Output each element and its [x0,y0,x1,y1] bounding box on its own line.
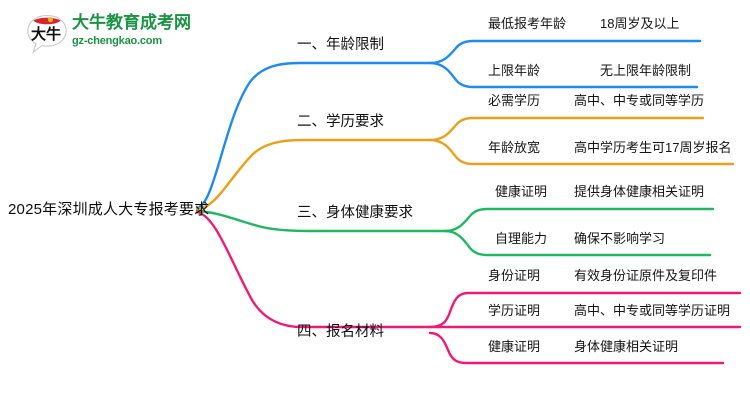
leaf-key-1-1[interactable]: 最低报考年龄 [488,16,567,31]
leaf-value-1-2: 无上限年龄限制 [600,63,692,78]
leaf-key-4-3[interactable]: 健康证明 [488,339,541,354]
svg-text:大牛: 大牛 [31,25,61,43]
leaf-key-2-1[interactable]: 必需学历 [488,93,541,108]
leaf-value-3-2: 确保不影响学习 [574,231,666,246]
branch-2-trunk [195,138,432,211]
leaf-value-4-1: 有效身份证原件及复印件 [574,268,718,283]
logo-name-cn: 大牛教育成考网 [72,13,191,32]
root-title: 2025年深圳成人大专报考要求 [8,201,210,218]
branch-label-3[interactable]: 三、身体健康要求 [297,205,413,221]
branch-1-trunk [195,61,432,210]
site-logo: 大牛 大牛教育成考网 gz-chengkao.com [26,12,191,56]
logo-mark-icon: 大牛 [27,14,67,54]
branch-label-1[interactable]: 一、年龄限制 [297,37,384,53]
leaf-key-3-1[interactable]: 健康证明 [495,184,548,199]
leaf-value-1-1: 18周岁及以上 [600,16,680,31]
leaf-key-4-1[interactable]: 身份证明 [488,268,541,283]
leaf-value-4-3: 身体健康相关证明 [574,339,679,354]
leaf-value-2-1: 高中、中专或同等学历 [574,93,705,108]
leaf-key-1-2[interactable]: 上限年龄 [488,63,541,78]
branch-label-2[interactable]: 二、学历要求 [297,114,384,130]
logo-domain: gz-chengkao.com [72,35,162,47]
leaf-value-4-2: 高中、中专或同等学历证明 [574,303,731,318]
leaf-key-3-2[interactable]: 自理能力 [495,231,548,246]
leaf-value-2-2: 高中学历考生可17周岁报名 [574,140,732,155]
leaf-key-2-2[interactable]: 年龄放宽 [488,140,541,155]
logo-text: 大牛教育成考网 gz-chengkao.com [72,12,191,48]
leaf-value-3-1: 提供身体健康相关证明 [574,184,705,199]
branch-4-trunk [195,210,432,329]
branch-label-4[interactable]: 四、报名材料 [297,324,384,340]
leaf-key-4-2[interactable]: 学历证明 [488,303,541,318]
